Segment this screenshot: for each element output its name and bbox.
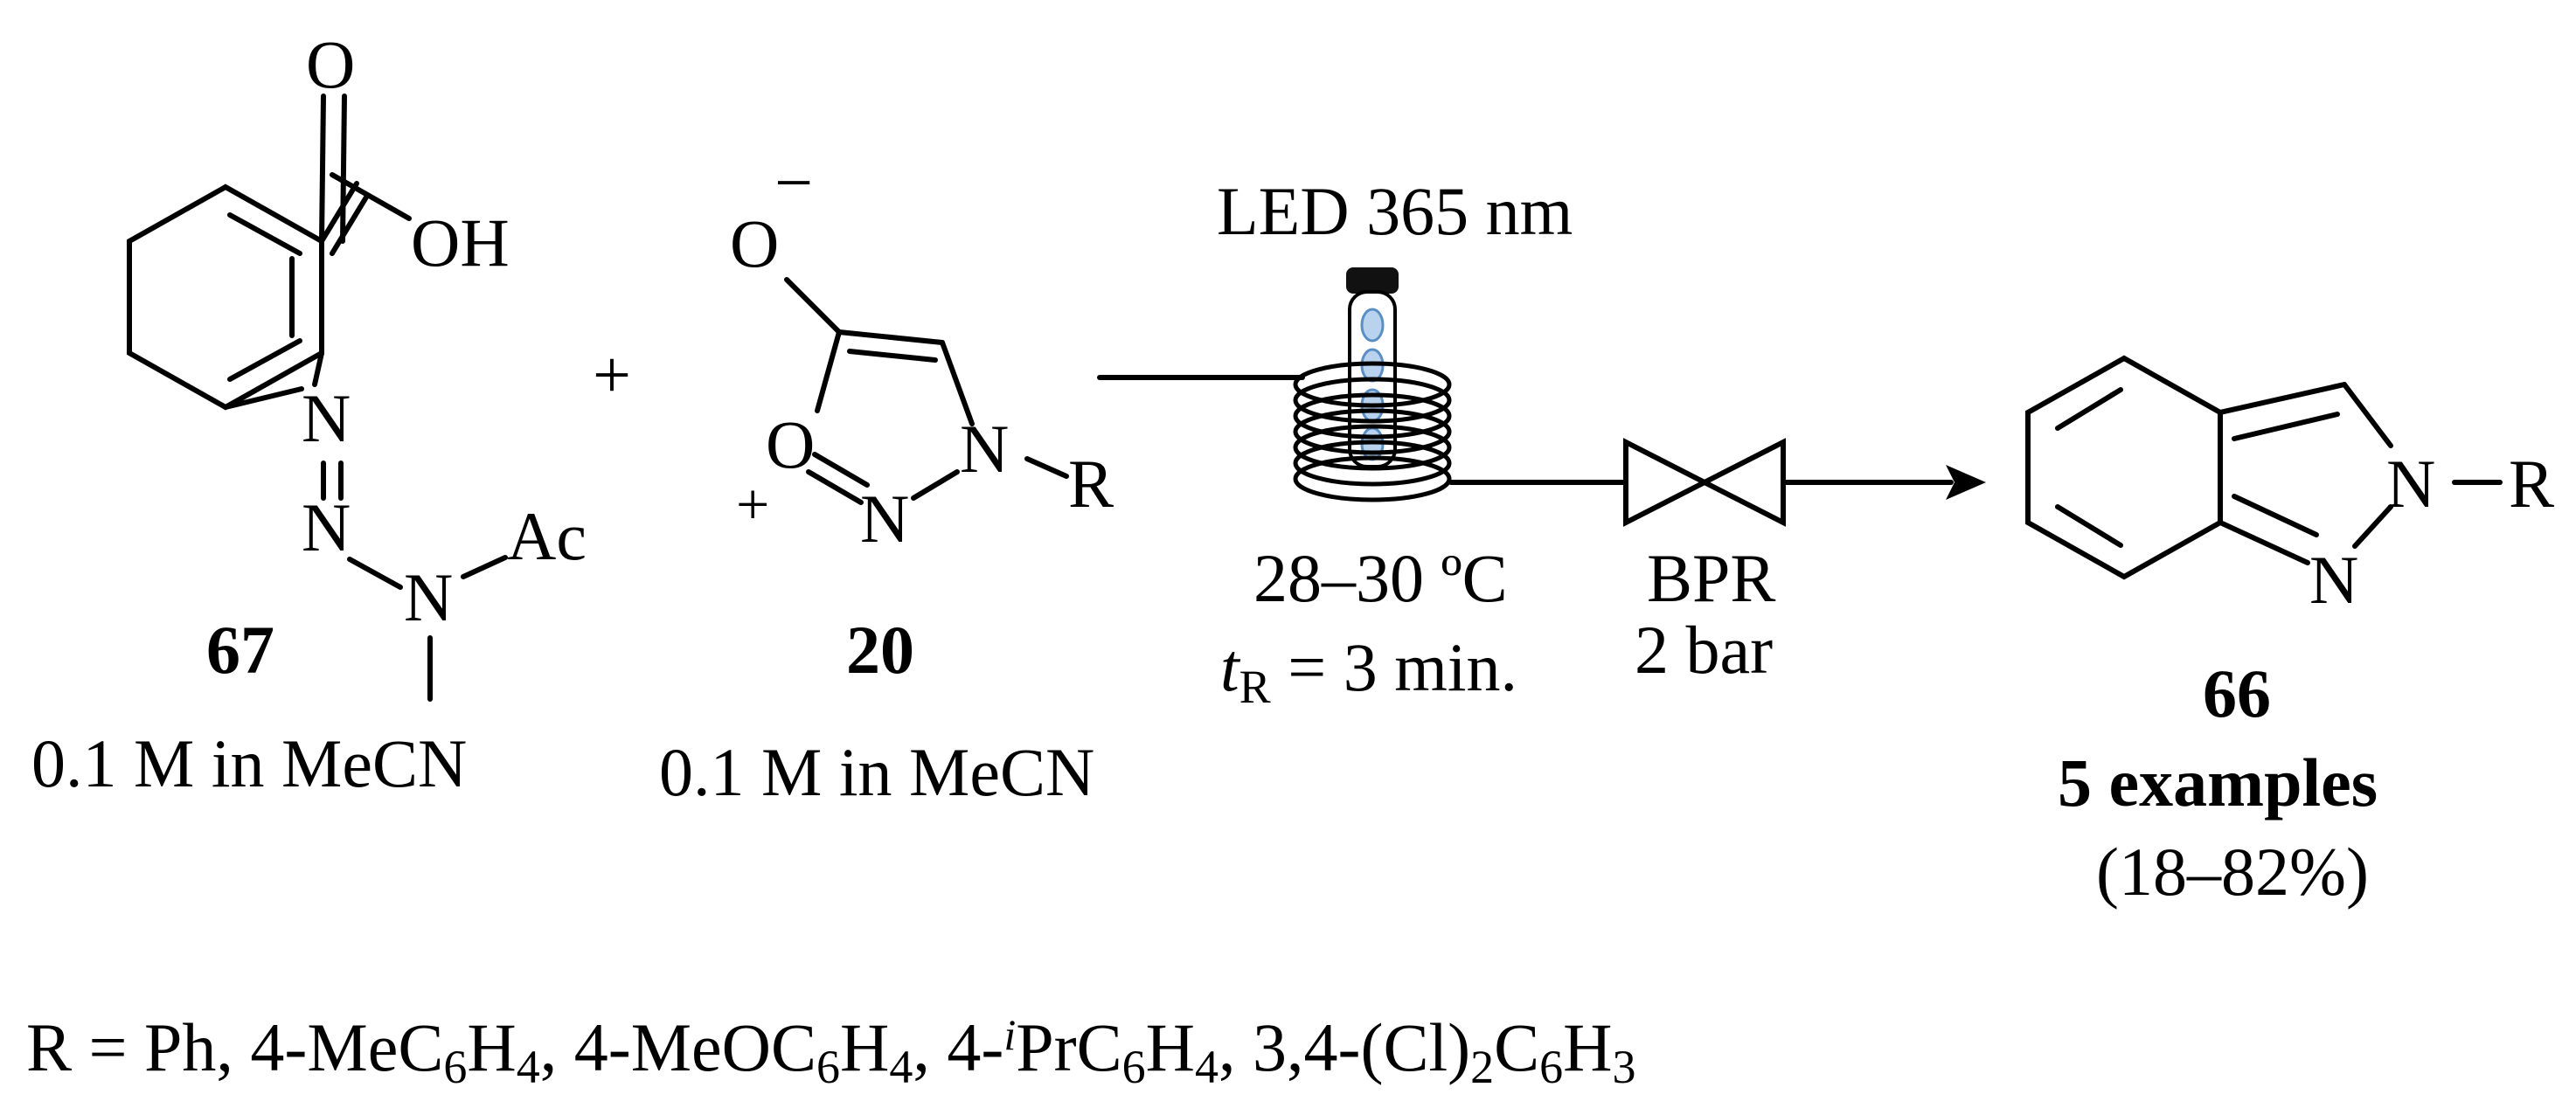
compound-20-solution: 0.1 M in MeCN	[659, 734, 1094, 810]
hydroxyl-label: OH	[411, 204, 510, 280]
yield-range: (18–82%)	[2096, 834, 2369, 910]
bpr-valve-icon	[1623, 438, 1786, 527]
led-cap	[1346, 267, 1399, 294]
sydnone-r-label: R	[1068, 446, 1114, 522]
bpr-pressure: 2 bar	[1635, 612, 1773, 688]
carbonyl-oxygen-label: O	[306, 26, 355, 102]
reactant-20-structure	[784, 277, 1069, 505]
amine-n-label: N	[404, 559, 453, 635]
example-count: 5 examples	[2058, 744, 2378, 821]
compound-67-solution: 0.1 M in MeCN	[31, 725, 467, 801]
residence-time: tR = 3 min.	[1220, 629, 1517, 713]
ring-oxygen-charge: +	[736, 471, 769, 537]
indazole-r-label: R	[2509, 446, 2554, 522]
indazole-n2-label: N	[2386, 446, 2435, 522]
azo-n2-label: N	[302, 489, 351, 565]
light-source-label: LED 365 nm	[1217, 173, 1573, 249]
plus-sign: +	[593, 336, 631, 412]
coil-reactor	[1293, 267, 1452, 502]
oxide-oxygen-label: O	[730, 205, 779, 281]
reactant-67-structure	[127, 93, 508, 702]
reactor-temperature: 28–30 ºC	[1253, 540, 1508, 616]
compound-20-number: 20	[846, 612, 914, 688]
ring-n-bottom-label: N	[860, 481, 909, 557]
acetyl-label: Ac	[507, 498, 587, 574]
substituent-list: R = Ph, 4-MeC6H4, 4-MeOC6H4, 4-iPrC6H4, …	[26, 1009, 1636, 1093]
compound-66-number: 66	[2203, 655, 2271, 731]
compound-67-number: 67	[206, 612, 274, 688]
ring-n-right-label: N	[960, 411, 1009, 487]
indazole-n1-label: N	[2309, 542, 2358, 618]
ring-oxygen-label: O	[766, 406, 815, 482]
azo-n1-label: N	[302, 380, 351, 456]
product-66-structure	[2025, 355, 2503, 580]
oxide-charge: −	[774, 144, 813, 220]
bpr-label: BPR	[1647, 540, 1775, 616]
arrow-head-icon	[1946, 465, 1986, 500]
